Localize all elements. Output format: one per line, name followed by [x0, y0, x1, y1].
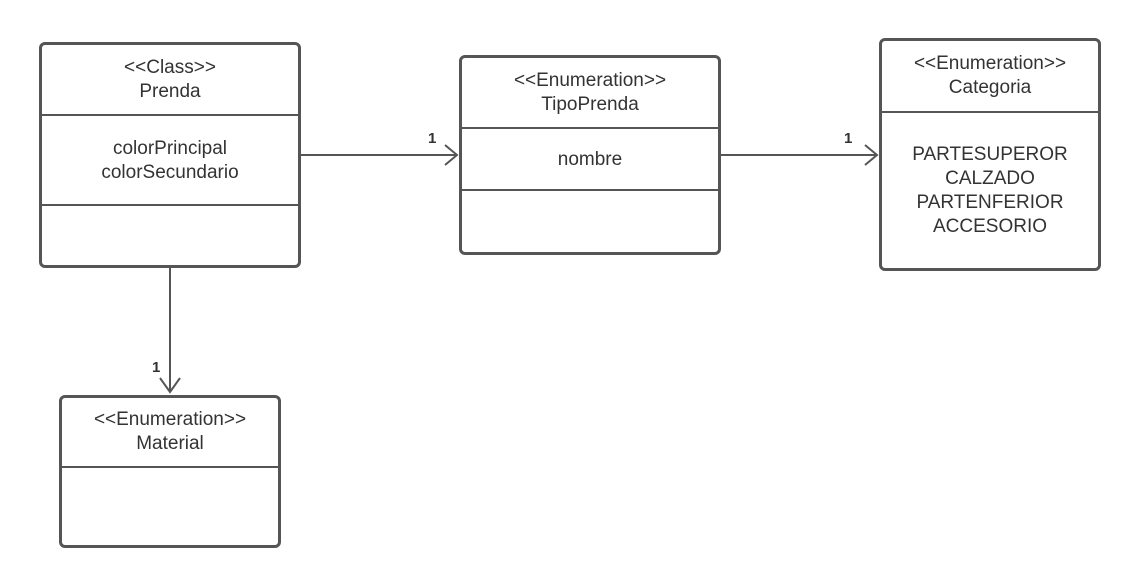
enum-tipoprenda-attributes: nombre: [462, 129, 718, 191]
association-prenda-tipoprenda-arrowhead: [444, 144, 459, 166]
multiplicity-tipoprenda: 1: [428, 130, 437, 147]
enum-tipoprenda-name: TipoPrenda: [541, 93, 639, 115]
enum-tipoprenda-operations: [462, 189, 718, 252]
enum-categoria[interactable]: <<Enumeration>> Categoria PARTESUPEROR C…: [879, 38, 1101, 271]
attribute-nombre: nombre: [557, 149, 623, 170]
class-prenda-operations: [42, 204, 298, 265]
literal-accesorio: ACCESORIO: [932, 215, 1048, 237]
attribute-color-principal: colorPrincipal: [112, 138, 228, 159]
class-prenda-attributes: colorPrincipal colorSecundario: [42, 116, 298, 206]
enum-categoria-literals: PARTESUPEROR CALZADO PARTENFERIOR ACCESO…: [882, 113, 1098, 268]
literal-calzado: CALZADO: [945, 167, 1035, 189]
enum-categoria-name: Categoria: [948, 77, 1032, 98]
enum-tipoprenda[interactable]: <<Enumeration>> TipoPrenda nombre: [459, 55, 721, 255]
enum-material[interactable]: <<Enumeration>> Material: [59, 395, 281, 548]
enum-material-header: <<Enumeration>> Material: [62, 398, 278, 468]
attribute-color-secundario: colorSecundario: [101, 162, 239, 183]
enum-categoria-header: <<Enumeration>> Categoria: [882, 41, 1098, 113]
class-prenda-stereotype: <<Class>>: [124, 56, 216, 78]
multiplicity-material: 1: [152, 359, 161, 376]
enum-material-stereotype: <<Enumeration>>: [93, 409, 247, 430]
literal-partesuperor: PARTESUPEROR: [912, 143, 1068, 165]
enum-material-name: Material: [136, 433, 204, 454]
literal-partenferior: PARTENFERIOR: [916, 191, 1064, 213]
class-prenda[interactable]: <<Class>> Prenda colorPrincipal colorSec…: [39, 42, 301, 268]
class-prenda-header: <<Class>> Prenda: [42, 45, 298, 116]
enum-material-literals: [62, 468, 278, 545]
class-prenda-name: Prenda: [139, 80, 201, 102]
enum-tipoprenda-stereotype: <<Enumeration>>: [513, 69, 667, 91]
association-tipoprenda-categoria-arrowhead: [864, 144, 879, 166]
enum-tipoprenda-header: <<Enumeration>> TipoPrenda: [462, 58, 718, 129]
association-prenda-material-arrowhead: [159, 377, 181, 394]
enum-categoria-stereotype: <<Enumeration>>: [913, 53, 1067, 74]
multiplicity-categoria: 1: [844, 130, 853, 147]
